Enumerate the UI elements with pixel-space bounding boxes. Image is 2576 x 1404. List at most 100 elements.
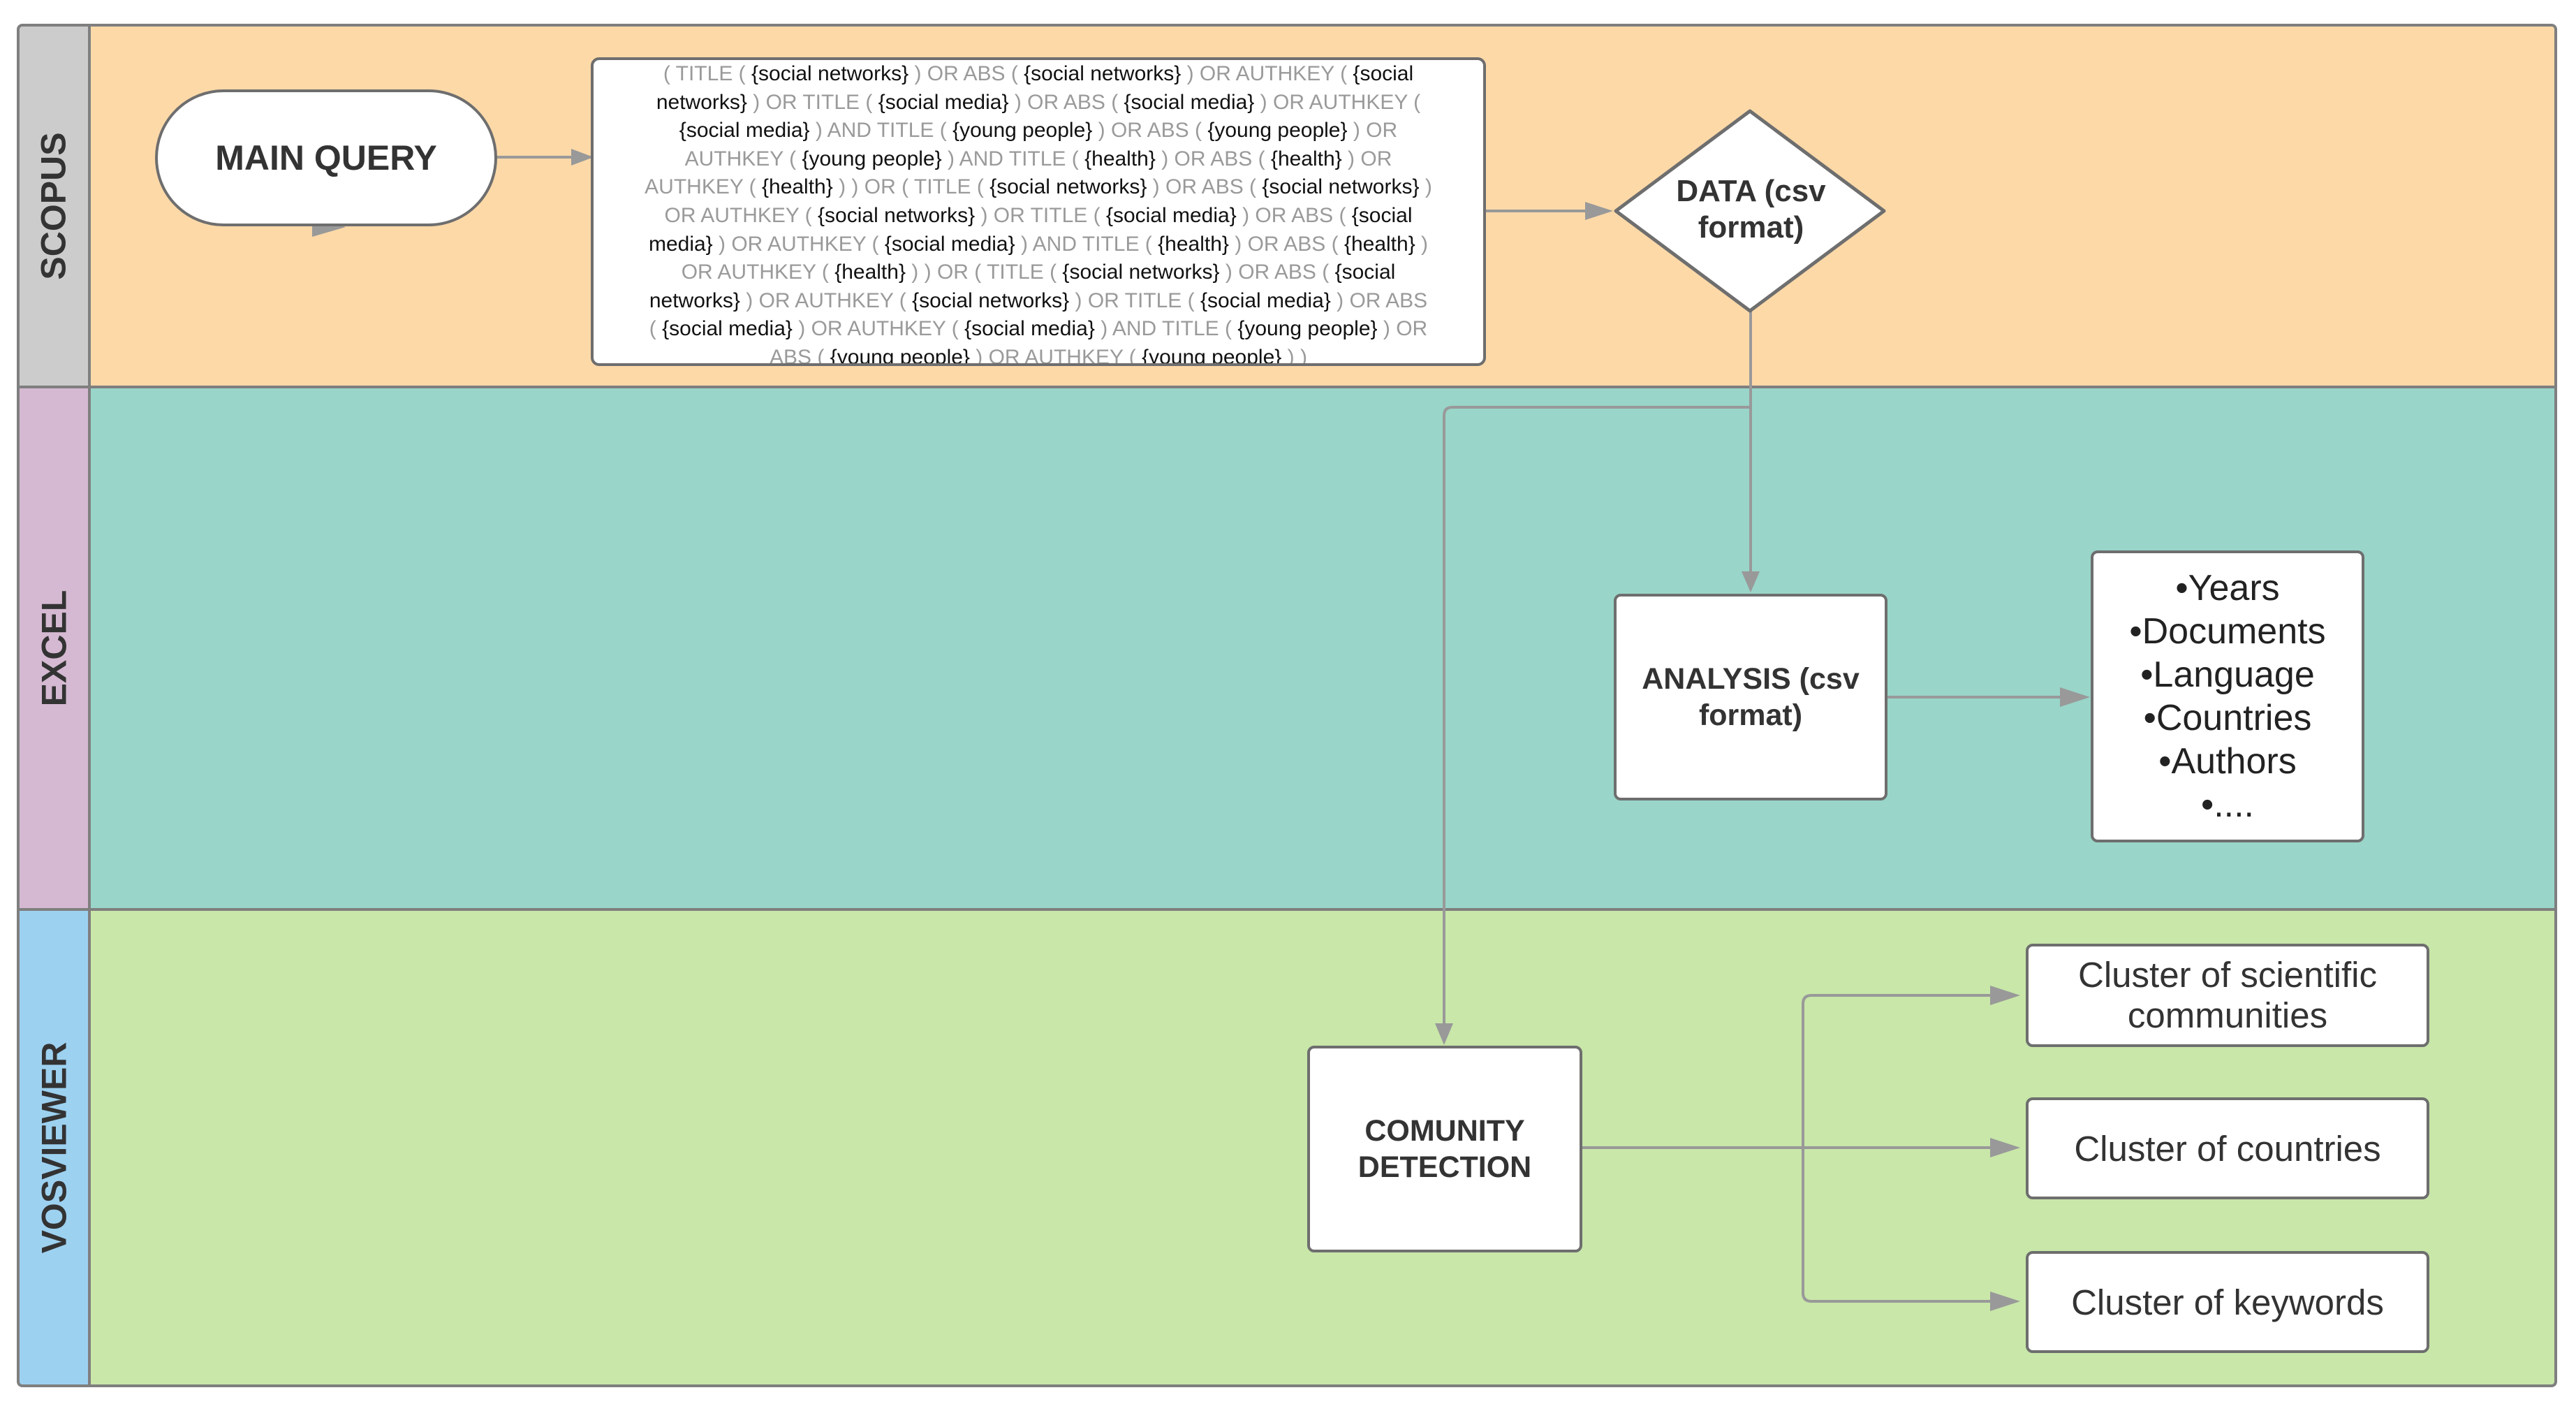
query-term: {social media}: [662, 317, 793, 341]
analysis-label-line2: format): [1698, 699, 1803, 732]
analysis-label-line1: ANALYSIS (csv: [1642, 662, 1860, 696]
query-line: networks} ) OR AUTHKEY ( {social network…: [596, 287, 1480, 316]
cluster-scientific-line2: communities: [2127, 995, 2328, 1035]
cluster-scientific-line1: Cluster of scientific: [2078, 955, 2377, 995]
edge-data-to-community: [1443, 406, 1751, 1034]
query-term: {social networks}: [1262, 175, 1420, 199]
query-term: {social: [1353, 62, 1414, 85]
query-operator: ): [1419, 175, 1432, 199]
output-documents: •Documents: [2129, 611, 2326, 652]
query-term: {health}: [761, 175, 833, 199]
edge-branch-countries-arrowhead: [1990, 1138, 2020, 1157]
query-operator: ) AND TITLE (: [1094, 317, 1238, 341]
query-term: {young people}: [802, 147, 942, 170]
edge-query-to-data-arrowhead: [1585, 202, 1613, 220]
query-term: {young people}: [1237, 317, 1378, 341]
query-term: {health}: [1270, 147, 1342, 170]
query-operator: ) OR ABS (: [1219, 261, 1335, 284]
community-label-line1: COMUNITY: [1364, 1114, 1525, 1148]
query-operator: ) OR AUTHKEY (: [969, 345, 1142, 366]
edge-branch-keywords-arrowhead: [1990, 1292, 2020, 1311]
output-years: •Years: [2175, 568, 2280, 608]
analysis-node: ANALYSIS (csv format): [1614, 594, 1887, 800]
query-operator: ) OR ABS (: [1147, 175, 1263, 199]
query-operator: AUTHKEY (: [645, 175, 762, 199]
query-term: {health}: [1084, 147, 1156, 170]
query-line: {social media} ) AND TITLE ( {young peop…: [596, 117, 1480, 145]
lane-separator-2: [18, 908, 2556, 911]
query-term: networks}: [649, 288, 740, 312]
main-query-node: MAIN QUERY: [155, 89, 497, 226]
query-line: OR AUTHKEY ( {social networks} ) OR TITL…: [596, 202, 1480, 231]
query-operator: ) ) OR ( TITLE (: [905, 261, 1063, 284]
query-operator: ) AND TITLE (: [809, 119, 953, 142]
query-operator: ) OR ABS (: [1008, 90, 1124, 114]
query-term: networks}: [656, 90, 747, 114]
query-term: {social media}: [1105, 203, 1237, 227]
query-operator: ) ): [1281, 345, 1307, 366]
cluster-scientific-node: Cluster of scientific communities: [2026, 944, 2429, 1047]
query-line: ABS ( {young people} ) OR AUTHKEY ( {you…: [596, 344, 1480, 366]
lane-vosviewer-tab: [18, 909, 89, 1386]
query-operator: ) OR TITLE (: [1069, 288, 1200, 312]
query-term: {young people}: [830, 345, 970, 366]
query-operator: ) OR: [1341, 147, 1392, 170]
community-label-line2: DETECTION: [1357, 1150, 1532, 1184]
data-node-label: DATA (csv format): [1648, 154, 1854, 265]
cluster-countries-node: Cluster of countries: [2026, 1097, 2429, 1199]
query-term: {social: [1334, 261, 1396, 284]
tab-divider: [88, 25, 91, 1386]
query-term: {social: [1351, 203, 1413, 227]
query-term: {social networks}: [989, 175, 1147, 199]
query-operator: ) OR: [1377, 317, 1428, 341]
query-term: {social media}: [878, 90, 1009, 114]
cluster-countries-label: Cluster of countries: [2074, 1128, 2381, 1169]
query-term: {social networks}: [818, 203, 976, 227]
query-term: media}: [648, 232, 713, 256]
query-operator: ABS (: [770, 345, 830, 366]
edge-data-to-community-arrowhead: [1435, 1023, 1453, 1045]
query-operator: OR AUTHKEY (: [681, 261, 835, 284]
query-operator: ) OR ABS (: [1155, 147, 1271, 170]
diagram-border: [17, 24, 2557, 1387]
query-term: {health}: [834, 261, 906, 284]
edge-main-query-to-query-arrowhead: [571, 149, 594, 166]
query-line: ( {social media} ) OR AUTHKEY ( {social …: [596, 315, 1480, 344]
cluster-keywords-node: Cluster of keywords: [2026, 1251, 2429, 1353]
query-operator: AUTHKEY (: [684, 147, 802, 170]
query-line: AUTHKEY ( {health} ) ) OR ( TITLE ( {soc…: [596, 173, 1480, 202]
edge-analysis-to-bullets-arrowhead: [2060, 687, 2090, 707]
query-term: {social media}: [1200, 288, 1331, 312]
output-language: •Language: [2140, 655, 2315, 695]
query-term: {health}: [1158, 232, 1229, 256]
edge-branch-scientific: [1802, 994, 2011, 1148]
lane-scopus-tab: [18, 25, 89, 387]
query-term: {health}: [1344, 232, 1415, 256]
query-operator: ) OR TITLE (: [975, 203, 1106, 227]
community-detection-node: COMUNITY DETECTION: [1307, 1046, 1582, 1252]
query-operator: ) OR AUTHKEY (: [1254, 90, 1421, 114]
analysis-outputs-list: •Years •Documents •Language •Countries •…: [2091, 550, 2364, 842]
lane-excel-tab: [18, 387, 89, 909]
query-operator: ) OR AUTHKEY (: [792, 317, 965, 341]
output-countries: •Countries: [2143, 698, 2312, 738]
query-term: {young people}: [952, 119, 1093, 142]
query-term: {social media}: [679, 119, 810, 142]
query-term: {social media}: [884, 232, 1015, 256]
edge-branch-keywords: [1802, 1148, 2011, 1303]
query-term: {social media}: [964, 317, 1095, 341]
cluster-keywords-label: Cluster of keywords: [2071, 1282, 2384, 1322]
query-operator: ) OR ABS (: [1236, 203, 1352, 227]
main-query-label: MAIN QUERY: [215, 138, 437, 177]
query-operator: ) OR ABS (: [1092, 119, 1208, 142]
lane-separator-1: [18, 386, 2556, 388]
query-operator: ) OR AUTHKEY (: [1181, 62, 1353, 85]
data-label-line1: DATA (csv: [1676, 174, 1826, 208]
query-operator: OR AUTHKEY (: [664, 203, 818, 227]
edge-branch-scientific-arrowhead: [1990, 986, 2020, 1005]
query-operator: ) AND TITLE (: [1015, 232, 1158, 256]
query-operator: ) ) OR ( TITLE (: [832, 175, 990, 199]
query-operator: ) OR TITLE (: [746, 90, 878, 114]
query-operator: (: [649, 317, 663, 341]
output-authors: •Authors: [2158, 741, 2297, 782]
